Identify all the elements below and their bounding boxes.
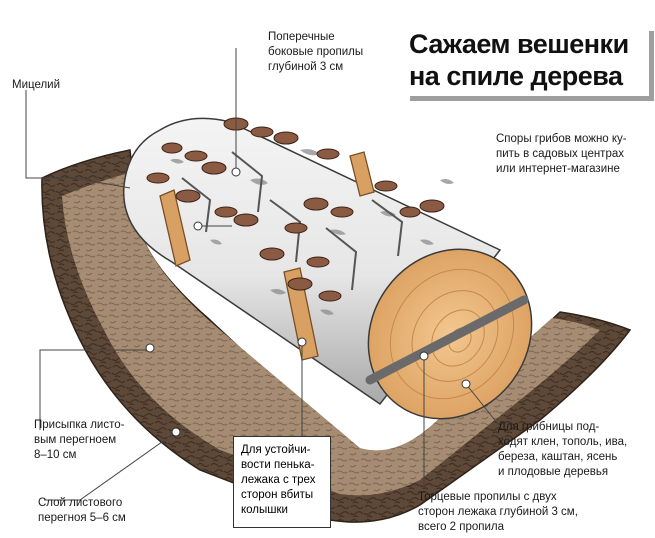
- label-trees: Для грибницы под- ходят клен, тополь, ив…: [498, 421, 628, 478]
- label-humus-sprinkle: Присыпка листо- вым перегноем 8–10 см: [34, 419, 125, 461]
- peg-front: [283, 267, 319, 361]
- label-leaf-layer: Слой листового перегноя 5–6 см: [38, 497, 126, 524]
- label-pegs: Для устойчи- вости пенька- лежака с трех…: [233, 436, 331, 528]
- leader-dots: [145, 167, 471, 437]
- diagram-title: Сажаем вешенки на спиле дерева: [405, 26, 649, 96]
- label-cross-cuts: Поперечные боковые пропилы глубиной 3 см: [268, 31, 364, 73]
- cross-cuts: [181, 151, 404, 291]
- label-end-cuts: Торцевые пропилы с двух сторон лежака гл…: [418, 491, 578, 533]
- peg-back: [349, 151, 375, 197]
- leader-lines: [25, 48, 499, 501]
- label-mycelium: Мицелий: [12, 79, 61, 91]
- end-cut: [365, 295, 529, 385]
- peg-left: [159, 189, 191, 267]
- bark-markings: [170, 149, 454, 315]
- tree-rings: [389, 268, 515, 400]
- label-spores: Споры грибов можно ку- пить в садовых це…: [496, 133, 627, 175]
